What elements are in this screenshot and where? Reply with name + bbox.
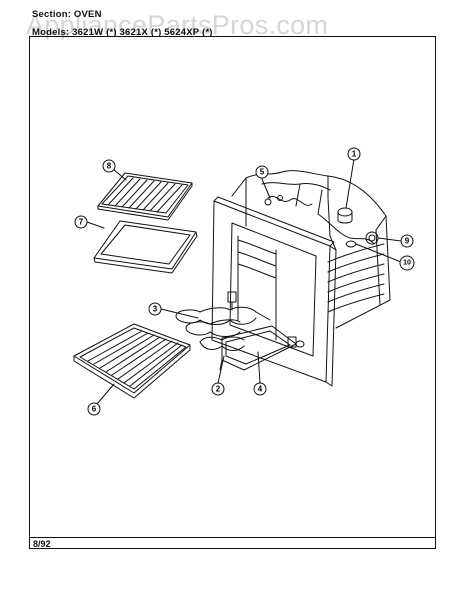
callout-leaders <box>86 158 402 405</box>
callout-6-label: 6 <box>92 405 97 414</box>
oven-rack <box>73 323 191 399</box>
revision-date: 8/92 <box>33 539 51 549</box>
callout-6: 6 <box>87 402 101 416</box>
oven-components <box>264 195 379 348</box>
bake-element <box>219 325 297 371</box>
callout-3: 3 <box>148 302 162 316</box>
callout-1-label: 1 <box>352 150 357 159</box>
callout-5-label: 5 <box>260 168 265 177</box>
callout-set: 1 2 3 4 5 6 7 <box>74 147 415 416</box>
callout-3-label: 3 <box>153 305 158 314</box>
broiler-pan <box>93 220 198 274</box>
model-list: Models: 3621W (*) 3621X (*) 5624XP (*) <box>32 27 213 38</box>
callout-10: 10 <box>399 255 415 271</box>
footer-divider <box>29 537 436 538</box>
callout-5: 5 <box>255 165 269 179</box>
callout-2: 2 <box>211 382 225 396</box>
callout-4-label: 4 <box>258 385 263 394</box>
callout-4: 4 <box>253 382 267 396</box>
callout-8: 8 <box>102 159 116 173</box>
callout-2-label: 2 <box>216 385 221 394</box>
callout-8-label: 8 <box>107 162 112 171</box>
oven-cavity <box>231 170 391 329</box>
callout-7: 7 <box>74 215 88 229</box>
callout-7-label: 7 <box>79 218 84 227</box>
callout-9-label: 9 <box>405 237 410 246</box>
broil-element <box>175 291 271 351</box>
callout-1: 1 <box>347 147 361 161</box>
broiler-pan-insert <box>97 172 193 221</box>
callout-9: 9 <box>400 234 414 248</box>
section-title: Section: OVEN <box>32 9 102 20</box>
oven-front-frame <box>211 196 337 387</box>
callout-10-label: 10 <box>403 260 411 267</box>
diagram-frame <box>29 36 436 549</box>
